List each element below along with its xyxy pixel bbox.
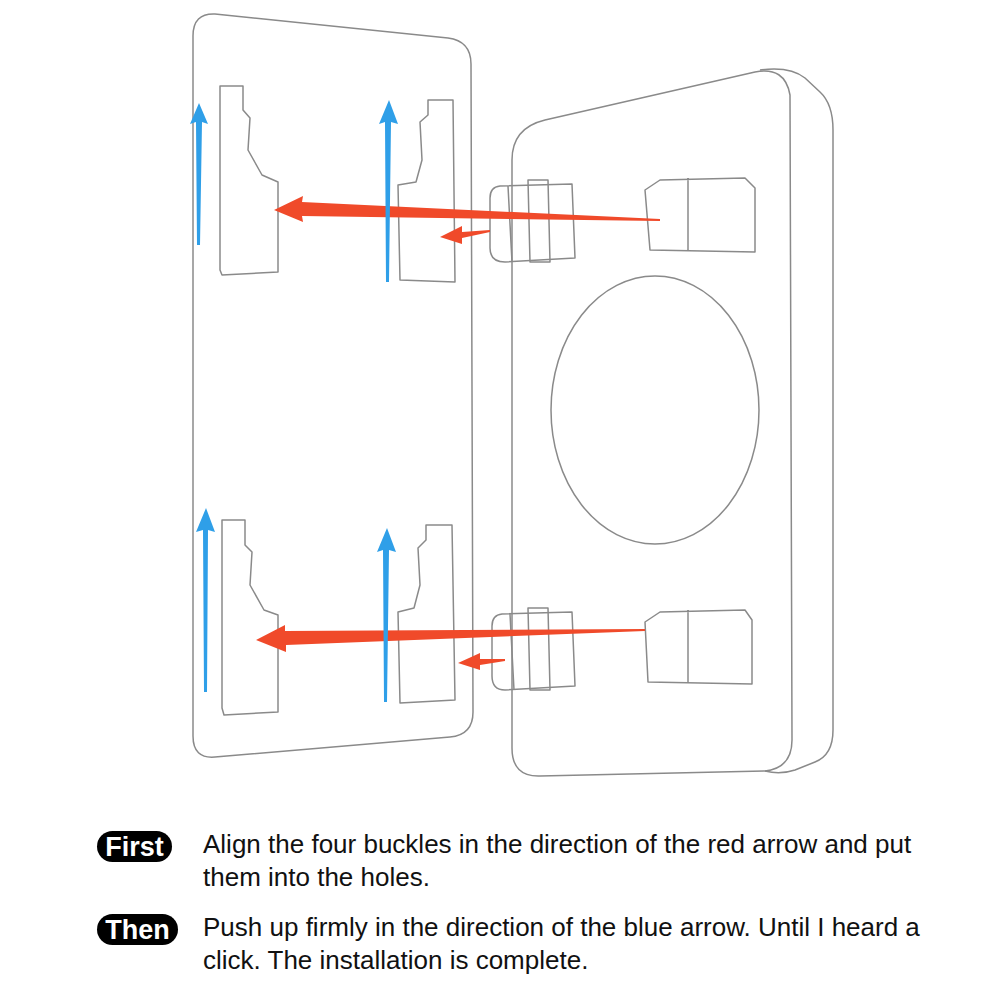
- red-arrow: [440, 226, 490, 244]
- mount-plate-edge: [760, 69, 833, 773]
- step-word: First: [105, 832, 164, 862]
- step-word: Then: [105, 915, 170, 945]
- buckle: [490, 184, 575, 262]
- slot-hole: [222, 520, 278, 715]
- red-arrow: [274, 196, 660, 222]
- blue-arrow: [377, 528, 396, 702]
- instruction-text: Align the four buckles in the direction …: [203, 828, 963, 894]
- red-arrow: [458, 653, 505, 670]
- blue-arrow: [379, 100, 398, 282]
- step-badge: First: [97, 831, 172, 862]
- buckle: [492, 612, 575, 690]
- buckle: [645, 610, 752, 684]
- slot-hole: [398, 525, 455, 703]
- slot-hole: [220, 86, 278, 275]
- magnet-ring: [551, 276, 759, 544]
- mount-plate: [512, 71, 792, 776]
- slot-hole: [398, 100, 455, 282]
- buckle: [645, 178, 755, 252]
- red-arrow: [256, 625, 645, 652]
- step-badge: Then: [97, 914, 178, 945]
- buckle: [510, 608, 550, 690]
- blue-arrow: [196, 508, 215, 692]
- back-plate: [193, 14, 473, 757]
- buckle: [508, 180, 550, 262]
- instruction-text: Push up firmly in the direction of the b…: [203, 911, 963, 977]
- blue-arrow: [190, 103, 208, 245]
